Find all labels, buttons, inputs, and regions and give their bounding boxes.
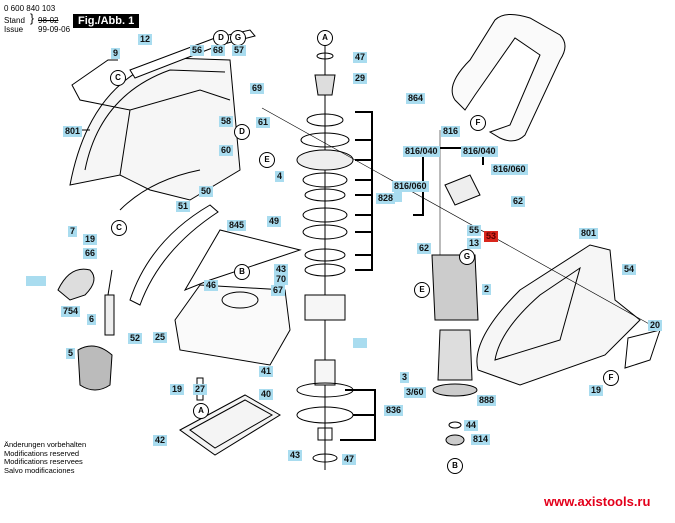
part-label-54: 54 [622,264,637,275]
part-label-61: 61 [256,117,271,128]
part-label-44: 44 [464,420,479,431]
part-label-47: 47 [353,52,368,63]
ref-circle-g: G [459,249,475,265]
part-label-25: 25 [153,332,168,343]
ref-circle-b: B [234,264,250,280]
part-label-3-60: 3/60 [404,387,426,398]
ref-circle-d: D [213,30,229,46]
part-label-19: 19 [170,384,185,395]
ref-circle-a: A [193,403,209,419]
part-label-2: 2 [482,284,492,295]
part-label-836: 836 [384,405,404,416]
part-label-43: 43 [288,450,303,461]
part-label-27: 27 [193,384,208,395]
stand-value: 98-02 [38,16,59,25]
part-label-56: 56 [190,45,205,56]
ref-circle-e: E [414,282,430,298]
part-label-7: 7 [68,226,78,237]
part-label-57: 57 [232,45,247,56]
part-label-42: 42 [153,435,168,446]
part-label-20: 20 [648,320,663,331]
left-housing-outline [69,57,241,201]
part-label-816-060: 816/060 [491,164,528,175]
part-label-47: 47 [342,454,357,465]
part-label-816-040: 816/040 [461,146,498,157]
ref-circle-g: G [230,30,246,46]
part-label-62: 62 [417,243,432,254]
part-label-41: 41 [259,366,274,377]
part-label-754: 754 [61,306,81,317]
part-label-55: 55 [467,225,482,236]
part-label-816: 816 [441,126,461,137]
part-label-51: 51 [176,201,191,212]
armature [437,329,473,381]
ref-circle-e: E [259,152,275,168]
stand-label: Stand [4,16,25,25]
part-label-845: 845 [227,220,247,231]
ref-circle-a: A [317,30,333,46]
part-label-29: 29 [353,73,368,84]
part-label-46: 46 [204,280,219,291]
issue-value: 99-09-06 [38,25,71,34]
part-label-62: 62 [511,196,526,207]
blank-label [26,276,46,286]
part-label-814: 814 [471,434,491,445]
part-label-53-highlighted: 53 [484,231,499,242]
part-label-5: 5 [66,348,76,359]
part-label-19: 19 [83,234,98,245]
d-handle [451,14,566,142]
part-label-801: 801 [63,126,83,137]
right-housing [476,244,641,386]
gear-housing [174,284,291,366]
blank-label [353,338,367,348]
ref-circle-f: F [603,370,619,386]
issue-label: Issue [4,25,24,34]
note-fr: Modifications reservees [4,457,83,466]
ref-circle-b: B [447,458,463,474]
note-de: Änderungen vorbehalten [4,440,87,449]
part-label-66: 66 [83,248,98,259]
part-label-69: 69 [250,83,265,94]
part-label-816-040: 816/040 [403,146,440,157]
part-label-4: 4 [275,171,285,182]
part-label-52: 52 [128,333,143,344]
part-number: 0 600 840 103 [4,4,56,13]
modifications-notice: Änderungen vorbehalten Modifications res… [4,440,87,475]
part-label-58: 58 [219,116,234,127]
figure-title: Fig./Abb. 1 [73,14,140,28]
part-label-13: 13 [467,238,482,249]
part-label-12: 12 [138,34,153,45]
part-label-3: 3 [400,372,410,383]
grip-754 [57,268,95,301]
part-label-801: 801 [579,228,599,239]
part-label-828: 828 [376,193,396,204]
ref-circle-f: F [470,115,486,131]
part-label-19: 19 [589,385,604,396]
part-label-50: 50 [199,186,214,197]
part-label-9: 9 [111,48,121,59]
ref-circle-d: D [234,124,250,140]
part-label-6: 6 [87,314,97,325]
motor-field [431,254,479,321]
switch-5 [77,345,113,391]
blank-label [394,192,402,202]
ref-circle-c: C [110,70,126,86]
part-label-888: 888 [477,395,497,406]
part-label-60: 60 [219,145,234,156]
part-label-68: 68 [211,45,226,56]
note-es: Salvo modificaciones [4,465,75,475]
part-label-49: 49 [267,216,282,227]
note-en: Modifications reserved [4,448,80,458]
bottom-plate [179,394,281,456]
bracket: } [30,11,35,25]
part-label-43: 43 [274,264,289,275]
website-link[interactable]: www.axistools.ru [544,494,651,509]
part-label-70: 70 [274,274,289,285]
ref-circle-c: C [111,220,127,236]
part-label-67: 67 [271,285,286,296]
part-label-40: 40 [259,389,274,400]
part-label-816-060: 816/060 [392,181,429,192]
part-label-864: 864 [406,93,426,104]
